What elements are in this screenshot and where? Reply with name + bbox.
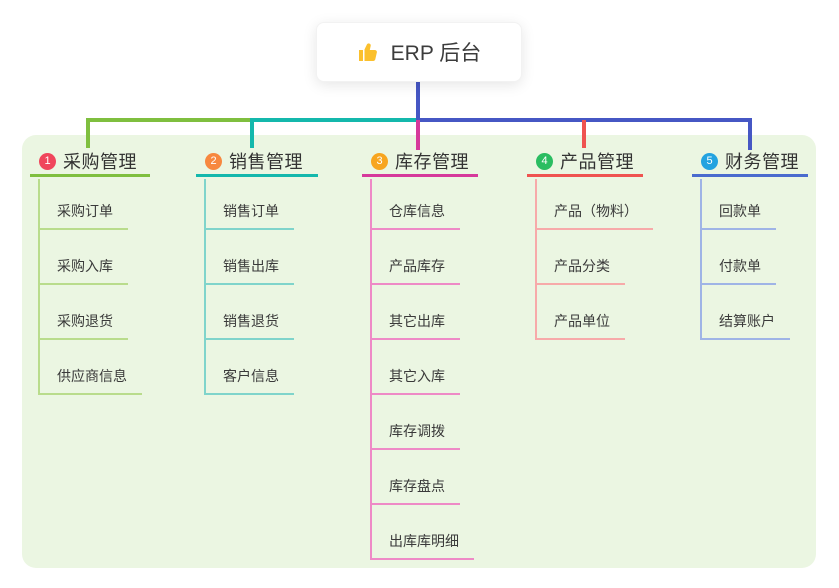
node-sales-order[interactable]: 销售订单: [204, 201, 294, 230]
node-product-category[interactable]: 产品分类: [535, 256, 625, 285]
branch-product-management: 4 产品管理 产品（物料） 产品分类 产品单位: [527, 148, 653, 340]
node-product-stock[interactable]: 产品库存: [370, 256, 460, 285]
child-row: 回款单: [700, 175, 790, 230]
node-purchase-return[interactable]: 采购退货: [38, 311, 128, 340]
child-row: 销售退货: [204, 285, 294, 340]
child-row: 产品（物料）: [535, 175, 653, 230]
node-other-inbound[interactable]: 其它入库: [370, 366, 460, 395]
child-row: 出库库明细: [370, 505, 474, 560]
node-other-outbound[interactable]: 其它出库: [370, 311, 460, 340]
child-row: 采购订单: [38, 175, 142, 230]
badge-1: 1: [39, 152, 56, 170]
node-customer-info[interactable]: 客户信息: [204, 366, 294, 395]
branch-label: 销售管理: [229, 152, 303, 172]
child-row: 库存调拨: [370, 395, 474, 450]
connector-drop-purchase: [86, 118, 90, 148]
node-warehouse-info[interactable]: 仓库信息: [370, 201, 460, 230]
child-row: 其它入库: [370, 340, 474, 395]
branch-children: 产品（物料） 产品分类 产品单位: [535, 175, 653, 340]
node-stock-count[interactable]: 库存盘点: [370, 476, 460, 505]
connector-drop-finance: [748, 118, 752, 150]
badge-4: 4: [536, 152, 553, 170]
node-purchase-order[interactable]: 采购订单: [38, 201, 128, 230]
branch-children: 回款单 付款单 结算账户: [700, 175, 790, 340]
child-row: 采购入库: [38, 230, 142, 285]
node-settlement-account[interactable]: 结算账户: [700, 311, 790, 340]
connector-drop-product: [582, 120, 586, 148]
node-collection-doc[interactable]: 回款单: [700, 201, 776, 230]
node-purchase-inbound[interactable]: 采购入库: [38, 256, 128, 285]
root-node-erp[interactable]: ERP 后台: [316, 22, 522, 82]
branch-child-line: [38, 179, 40, 395]
branch-child-line: [204, 179, 206, 395]
branches-panel: [22, 135, 816, 568]
branch-children: 销售订单 销售出库 销售退货 客户信息: [204, 175, 294, 395]
connector-drop-inventory: [416, 120, 420, 150]
root-title: ERP 后台: [390, 42, 482, 65]
branch-purchase-management: 1 采购管理 采购订单 采购入库 采购退货 供应商信息: [30, 148, 150, 395]
branch-children: 采购订单 采购入库 采购退货 供应商信息: [38, 175, 142, 395]
child-row: 采购退货: [38, 285, 142, 340]
badge-3: 3: [371, 152, 388, 170]
child-row: 销售订单: [204, 175, 294, 230]
node-supplier-info[interactable]: 供应商信息: [38, 366, 142, 395]
branch-head-finance[interactable]: 5 财务管理: [692, 148, 808, 177]
branch-child-line: [370, 179, 372, 560]
child-row: 库存盘点: [370, 450, 474, 505]
child-row: 产品分类: [535, 230, 653, 285]
branch-head-inventory[interactable]: 3 库存管理: [362, 148, 478, 177]
branch-head-sales[interactable]: 2 销售管理: [196, 148, 318, 177]
branch-children: 仓库信息 产品库存 其它出库 其它入库 库存调拨 库存盘点 出库库明细: [370, 175, 474, 560]
badge-2: 2: [205, 152, 222, 170]
child-row: 付款单: [700, 230, 790, 285]
child-row: 其它出库: [370, 285, 474, 340]
node-product-material[interactable]: 产品（物料）: [535, 201, 653, 230]
connector-bar-mid: [250, 118, 416, 122]
child-row: 结算账户: [700, 285, 790, 340]
node-payment-doc[interactable]: 付款单: [700, 256, 776, 285]
branch-head-purchase[interactable]: 1 采购管理: [30, 148, 150, 177]
node-sales-return[interactable]: 销售退货: [204, 311, 294, 340]
branch-head-product[interactable]: 4 产品管理: [527, 148, 643, 177]
thumbs-up-icon: [357, 40, 381, 64]
branch-sales-management: 2 销售管理 销售订单 销售出库 销售退货 客户信息: [196, 148, 318, 395]
child-row: 产品单位: [535, 285, 653, 340]
node-product-unit[interactable]: 产品单位: [535, 311, 625, 340]
branch-finance-management: 5 财务管理 回款单 付款单 结算账户: [692, 148, 808, 340]
branch-label: 财务管理: [725, 152, 799, 172]
branch-label: 库存管理: [395, 152, 469, 172]
badge-5: 5: [701, 152, 718, 170]
child-row: 产品库存: [370, 230, 474, 285]
child-row: 供应商信息: [38, 340, 142, 395]
child-row: 销售出库: [204, 230, 294, 285]
child-row: 仓库信息: [370, 175, 474, 230]
node-outbound-detail[interactable]: 出库库明细: [370, 531, 474, 560]
branch-child-line: [535, 179, 537, 340]
child-row: 客户信息: [204, 340, 294, 395]
connector-bar-left: [86, 118, 252, 122]
connector-root-stem: [416, 82, 420, 122]
branch-label: 产品管理: [560, 152, 634, 172]
connector-drop-sales: [250, 118, 254, 148]
branch-inventory-management: 3 库存管理 仓库信息 产品库存 其它出库 其它入库 库存调拨 库存盘点 出库库…: [362, 148, 478, 560]
branch-label: 采购管理: [63, 152, 137, 172]
branch-child-line: [700, 179, 702, 340]
node-stock-transfer[interactable]: 库存调拨: [370, 421, 460, 450]
node-sales-outbound[interactable]: 销售出库: [204, 256, 294, 285]
